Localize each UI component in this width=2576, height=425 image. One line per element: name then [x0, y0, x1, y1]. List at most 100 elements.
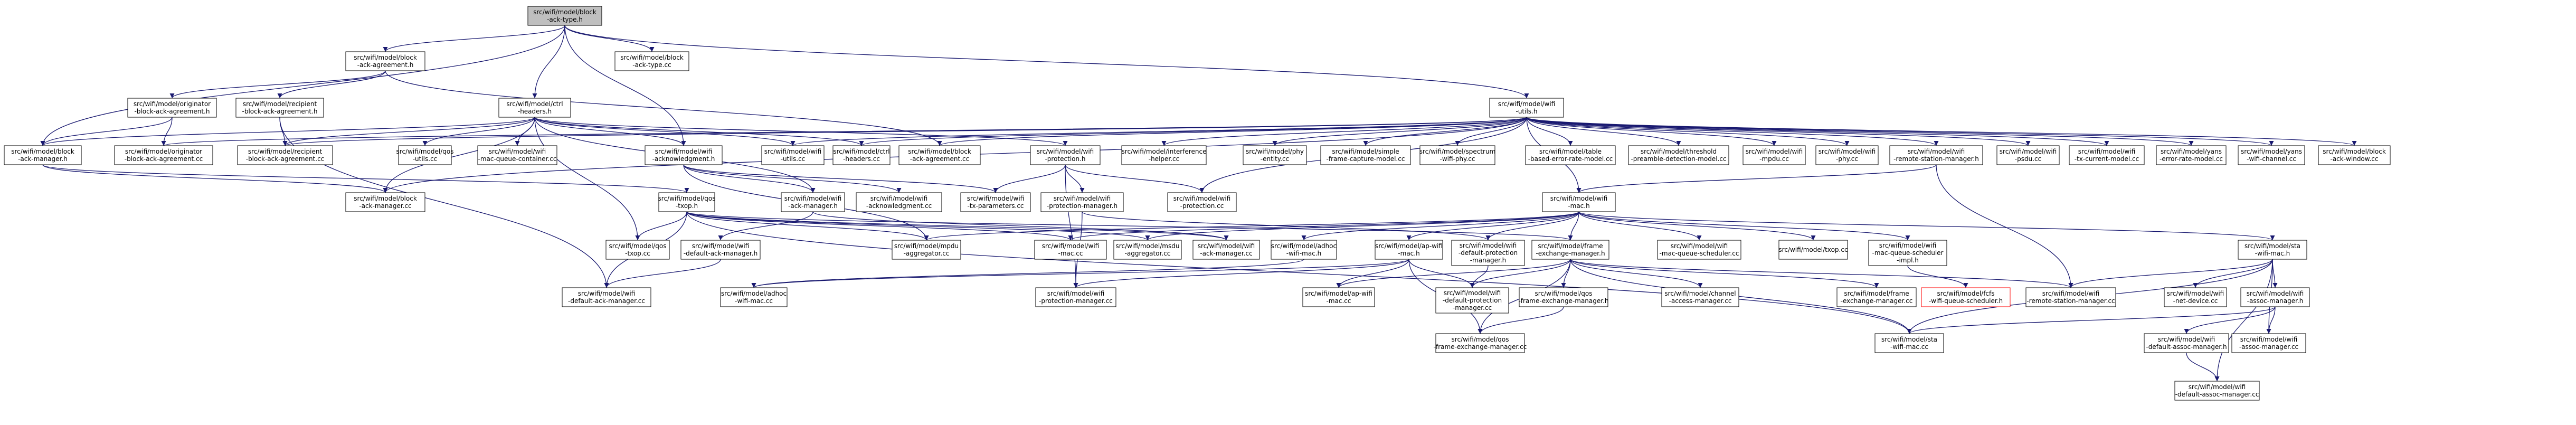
graph-node[interactable]: src/wifi/model/txop.cc: [1778, 240, 1848, 260]
graph-node-box: [1375, 240, 1443, 260]
graph-node[interactable]: src/wifi/model/qos-frame-exchange-manage…: [1434, 333, 1527, 353]
graph-node[interactable]: src/wifi/model/ap-wifi-mac.h: [1375, 240, 1443, 260]
graph-node[interactable]: src/wifi/model/wifi-remote-station-manag…: [1889, 145, 1983, 165]
graph-node-label: -mac.h: [1398, 250, 1419, 257]
graph-node[interactable]: src/wifi/model/wifi-mac-queue-container.…: [477, 145, 557, 165]
graph-node[interactable]: src/wifi/model/block-ack-window.cc: [2318, 145, 2391, 165]
graph-node[interactable]: src/wifi/model/wifi-remote-station-manag…: [2025, 287, 2116, 307]
graph-node[interactable]: src/wifi/model/spectrum-wifi-phy.cc: [1419, 145, 1496, 165]
edge-n03-n07: [40, 117, 173, 146]
graph-node-label: src/wifi/model/wifi: [2247, 290, 2304, 297]
graph-node-label: src/wifi/model/wifi: [870, 195, 927, 202]
graph-node[interactable]: src/wifi/model/block-ack-agreement.cc: [898, 145, 981, 165]
edge-n06-n19: [1363, 117, 1527, 146]
graph-node-label: src/wifi/model/wifi: [1498, 100, 1555, 108]
graph-node[interactable]: src/wifi/model/wifi-ack-manager.h: [781, 192, 845, 212]
graph-node-label: -exchange-manager.cc: [1841, 297, 1913, 305]
graph-node[interactable]: src/wifi/model/sta-wifi-mac.h: [2238, 240, 2307, 260]
graph-node[interactable]: src/wifi/model/channel-access-manager.cc: [1661, 287, 1739, 307]
graph-node[interactable]: src/wifi/model/msdu-aggregator.cc: [1113, 240, 1182, 260]
edge-n52-n64: [2272, 259, 2278, 288]
graph-node[interactable]: src/wifi/model/frame-exchange-manager.h: [1531, 240, 1609, 260]
graph-node[interactable]: src/wifi/model/wifi-ack-manager.cc: [1192, 240, 1260, 260]
graph-node[interactable]: src/wifi/model/ctrl-headers.h: [498, 98, 571, 118]
graph-node[interactable]: src/wifi/model/simple-frame-capture-mode…: [1320, 145, 1411, 165]
graph-node-box: [2318, 145, 2391, 165]
graph-node[interactable]: src/wifi/model/wifi-protection.cc: [1167, 192, 1237, 212]
graph-node[interactable]: src/wifi/model/wifi-default-ack-manager.…: [562, 287, 651, 307]
graph-node-label: src/wifi/model/block: [533, 8, 596, 16]
graph-node[interactable]: src/wifi/model/wifi-phy.cc: [1815, 145, 1879, 165]
graph-node[interactable]: src/wifi/model/wifi-mac-queue-scheduler-…: [1868, 240, 1947, 266]
graph-node-label: src/wifi/model/wifi: [2189, 383, 2246, 391]
graph-node[interactable]: src/wifi/model/recipient-block-ack-agree…: [237, 145, 333, 165]
graph-node-label: -ack-manager.cc: [359, 202, 411, 210]
graph-node-box: [1035, 287, 1116, 307]
graph-node[interactable]: src/wifi/model/wifi-protection-manager.c…: [1035, 287, 1116, 307]
graph-node[interactable]: src/wifi/model/wifi-tx-parameters.cc: [960, 192, 1031, 212]
graph-node[interactable]: src/wifi/model/mpdu-aggregator.cc: [892, 240, 961, 260]
graph-node[interactable]: src/wifi/model/wifi-utils.cc: [761, 145, 825, 165]
graph-node[interactable]: src/wifi/model/wifi-default-assoc-manage…: [2144, 333, 2229, 353]
graph-node[interactable]: src/wifi/model/wifi-protection.h: [1030, 145, 1101, 165]
graph-node-label: -psdu.cc: [2015, 155, 2041, 163]
graph-node[interactable]: src/wifi/model/sta-wifi-mac.cc: [1874, 333, 1944, 353]
graph-node-label: src/wifi/model/wifi: [1908, 148, 1965, 155]
graph-node[interactable]: src/wifi/model/wifi-default-ack-manager.…: [680, 240, 761, 260]
graph-node-label: -wifi-mac.h: [2255, 250, 2290, 257]
graph-node[interactable]: src/wifi/model/ctrl-headers.cc: [832, 145, 891, 165]
graph-node[interactable]: src/wifi/model/qos-utils.cc: [396, 145, 454, 165]
graph-node[interactable]: src/wifi/model/wifi-protection-manager.h: [1040, 192, 1124, 212]
graph-node[interactable]: src/wifi/model/wifi-acknowledgment.h: [645, 145, 723, 165]
graph-node[interactable]: src/wifi/model/wifi-utils.h: [1489, 98, 1564, 118]
graph-node[interactable]: src/wifi/model/block-ack-manager.h: [4, 145, 82, 165]
graph-node[interactable]: src/wifi/model/wifi-assoc-manager.cc: [2231, 333, 2306, 353]
edge-n05-n14: [534, 117, 864, 146]
graph-node[interactable]: src/wifi/model/interference-helper.cc: [1121, 145, 1207, 165]
graph-node[interactable]: src/wifi/model/wifi-acknowledgment.cc: [856, 192, 942, 212]
graph-node[interactable]: src/wifi/model/block-ack-manager.cc: [345, 192, 425, 212]
graph-node-label: -assoc-manager.h: [2247, 297, 2304, 305]
graph-node[interactable]: src/wifi/model/threshold-preamble-detect…: [1628, 145, 1729, 165]
graph-node-label: -default-assoc-manager.h: [2146, 343, 2227, 351]
edge-n16-n35: [993, 164, 1066, 193]
graph-node[interactable]: src/wifi/model/frame-exchange-manager.cc: [1836, 287, 1917, 307]
graph-node[interactable]: src/wifi/model/wifi-mac.h: [1542, 192, 1616, 212]
graph-node[interactable]: src/wifi/model/wifi-default-assoc-manage…: [2174, 381, 2260, 401]
graph-node-box: [832, 145, 891, 165]
graph-node[interactable]: src/wifi/model/wifi-tx-current-model.cc: [2069, 145, 2145, 165]
edge-n46-n57: [1408, 259, 1475, 288]
graph-node[interactable]: src/wifi/model/wifi-default-protection-m…: [1435, 287, 1509, 314]
graph-node[interactable]: src/wifi/model/ap-wifi-mac.cc: [1302, 287, 1375, 307]
graph-node[interactable]: src/wifi/model/wifi-assoc-manager.h: [2240, 287, 2310, 307]
graph-node[interactable]: src/wifi/model/yans-wifi-channel.cc: [2238, 145, 2305, 165]
edge-n32-n66: [686, 211, 1912, 334]
graph-node-box: [477, 145, 557, 165]
graph-node[interactable]: src/wifi/model/wifi-net-device.cc: [2164, 287, 2227, 307]
graph-node[interactable]: src/wifi/model/wifi-default-protection-m…: [1451, 240, 1525, 266]
graph-node[interactable]: src/wifi/model/wifi-mpdu.cc: [1742, 145, 1806, 165]
graph-node[interactable]: src/wifi/model/phy-entity.cc: [1243, 145, 1307, 165]
graph-node[interactable]: src/wifi/model/originator-block-ack-agre…: [114, 145, 213, 165]
graph-node-box: [658, 192, 715, 212]
graph-node[interactable]: src/wifi/model/originator-block-ack-agre…: [127, 98, 217, 118]
graph-node-box: [114, 145, 213, 165]
graph-node[interactable]: src/wifi/model/qos-txop.cc: [605, 240, 670, 260]
graph-node[interactable]: src/wifi/model/table-based-error-rate-mo…: [1525, 145, 1616, 165]
graph-node[interactable]: src/wifi/model/block-ack-type.cc: [614, 51, 689, 71]
graph-node-label: src/wifi/model/qos: [1452, 336, 1509, 343]
graph-node[interactable]: src/wifi/model/fcfs-wifi-queue-scheduler…: [1921, 287, 2011, 307]
graph-node[interactable]: src/wifi/model/wifi-mac.cc: [1034, 240, 1107, 260]
graph-node[interactable]: src/wifi/model/qos-frame-exchange-manage…: [1518, 287, 1609, 307]
edge-n06-n23: [1526, 117, 1777, 146]
graph-node[interactable]: src/wifi/model/yans-error-rate-model.cc: [2156, 145, 2227, 165]
graph-node[interactable]: src/wifi/model/adhoc-wifi-mac.cc: [720, 287, 788, 307]
graph-node[interactable]: src/wifi/model/wifi-psdu.cc: [1996, 145, 2060, 165]
graph-node[interactable]: src/wifi/model/wifi-mac-queue-scheduler.…: [1657, 240, 1741, 260]
graph-node[interactable]: src/wifi/model/adhoc-wifi-mac.h: [1271, 240, 1337, 260]
graph-node-label: src/wifi/model/sta: [2244, 242, 2300, 250]
graph-node[interactable]: src/wifi/model/block-ack-agreement.h: [345, 51, 425, 71]
graph-node[interactable]: src/wifi/model/qos-txop.h: [658, 192, 716, 212]
graph-node[interactable]: src/wifi/model/recipient-block-ack-agree…: [235, 98, 324, 118]
graph-node-box: [1489, 98, 1564, 118]
